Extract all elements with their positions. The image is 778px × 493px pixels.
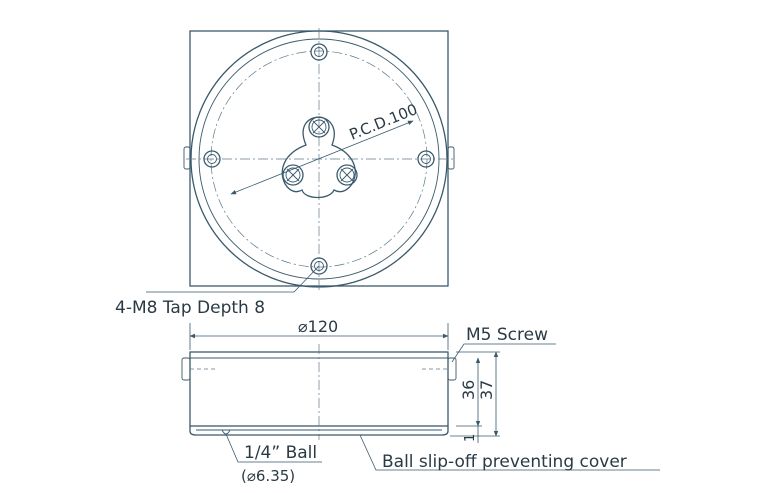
screw-left <box>282 164 304 186</box>
left-side-screw <box>181 357 191 381</box>
ball-leader <box>225 433 322 463</box>
side-view: ⌀120 M5 Screw 36 37 1 1/4” Ball (⌀6.35) <box>181 317 660 485</box>
screw-right <box>336 164 358 186</box>
tap-leader <box>146 265 320 293</box>
ball <box>221 429 231 435</box>
bottom-cover <box>189 426 449 436</box>
pcd-label: P.C.D.100 <box>347 100 420 144</box>
tap-hole-left <box>203 150 221 168</box>
top-view: P.C.D.100 4-M8 Tap Depth 8 <box>115 28 455 318</box>
tap-hole-top <box>310 43 328 61</box>
left-screw-nub <box>183 146 191 170</box>
height-37-label: 37 <box>477 380 496 400</box>
tap-hole-bottom <box>310 257 328 275</box>
screw-leader <box>451 343 556 363</box>
tap-hole-right <box>417 150 435 168</box>
right-screw-nub <box>447 146 455 170</box>
offset-label: 1 <box>463 434 478 442</box>
pcd-dimension-line <box>230 120 414 195</box>
right-side-screw <box>447 357 457 381</box>
cover-leader <box>359 434 660 471</box>
height-36-label: 36 <box>459 380 478 400</box>
screw-top <box>308 116 330 138</box>
diameter-label: ⌀120 <box>298 317 338 336</box>
ball-label: 1/4” Ball <box>244 443 317 463</box>
tap-label: 4-M8 Tap Depth 8 <box>115 298 265 318</box>
cover-label: Ball slip-off preventing cover <box>382 452 627 472</box>
screw-label: M5 Screw <box>466 325 548 345</box>
ball-size-label: (⌀6.35) <box>241 467 295 485</box>
